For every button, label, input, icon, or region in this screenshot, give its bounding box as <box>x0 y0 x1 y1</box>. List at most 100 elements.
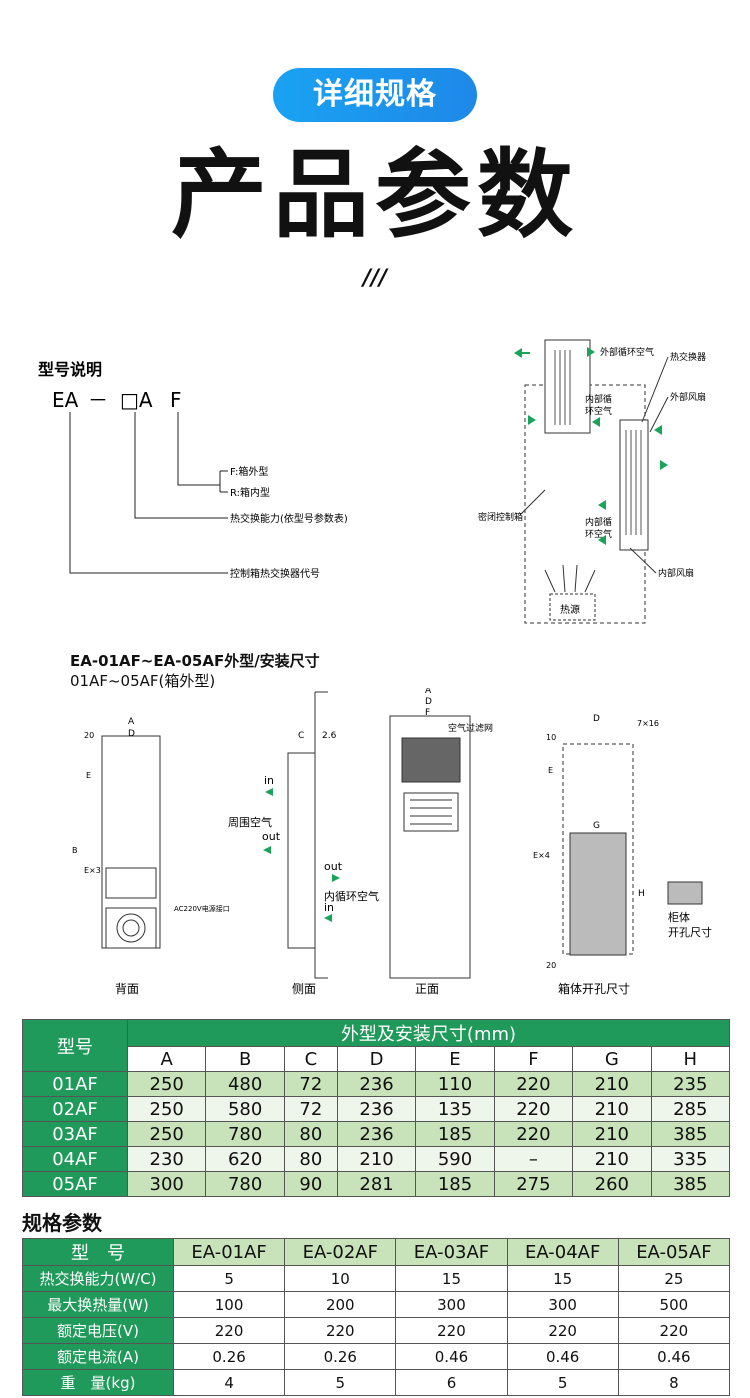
dim-cell: 185 <box>415 1121 495 1147</box>
dim-col-header: E <box>415 1046 495 1072</box>
dim-cell: 210 <box>572 1146 652 1172</box>
side-c26: 2.6 <box>322 731 337 741</box>
table-row: 额定电流(A) 0.26 0.26 0.46 0.46 0.46 <box>22 1343 731 1370</box>
airflow-diagram: 热源 外部循环空气 热交换器 外部风扇 内部循 环空气 密闭控制箱 内部循 环空… <box>478 339 706 624</box>
code-f: F <box>170 388 182 412</box>
spec-cell: 0.46 <box>506 1343 619 1370</box>
spec-cell: 220 <box>395 1317 508 1344</box>
dim-cell: 385 <box>650 1121 731 1147</box>
table-row: 重 量(kg) 4 5 6 5 8 <box>22 1369 731 1396</box>
flow-sealed-box: 密闭控制箱 <box>478 511 523 523</box>
dim-cell: 220 <box>493 1121 574 1147</box>
spec-cell: 5 <box>506 1369 619 1396</box>
dim-cell: – <box>493 1146 574 1172</box>
spec-cell: 220 <box>284 1317 397 1344</box>
cut-Ex4: E×4 <box>533 851 550 860</box>
table-row: 01AF 250 480 72 236 110 220 210 235 <box>22 1071 731 1097</box>
dim-col-header: C <box>283 1046 338 1072</box>
dim-cell: 385 <box>650 1171 731 1197</box>
dimension-table: 型号 外型及安装尺寸(mm) A B C D E F G H 01AF 250 … <box>22 1019 731 1197</box>
dim-cell: 210 <box>572 1071 652 1097</box>
arrow-icon <box>324 914 332 922</box>
spec-title: 规格参数 <box>22 1211 102 1235</box>
dim-row-model: 05AF <box>22 1171 128 1197</box>
model-explain-diagram: 型号说明 EA － □A F F:箱外型 R:箱内型 热交换能力(依型号参数表)… <box>38 360 348 580</box>
dim-cell: 250 <box>126 1096 207 1122</box>
flow-outer-air: 外部循环空气 <box>600 346 654 358</box>
dimensions-subtitle: 01AF~05AF(箱外型) <box>70 672 216 690</box>
back-B: B <box>72 846 78 855</box>
dim-cell: 230 <box>126 1146 207 1172</box>
spec-model-header: 型 号 <box>22 1238 174 1266</box>
code-ea: EA <box>52 388 79 412</box>
dim-cell: 185 <box>415 1171 495 1197</box>
dim-cell: 260 <box>572 1171 652 1197</box>
side-label: 侧面 <box>292 982 316 996</box>
dim-cell: 620 <box>205 1146 285 1172</box>
dim-cell: 80 <box>283 1121 338 1147</box>
cut-legend2: 开孔尺寸 <box>668 925 712 939</box>
spec-cell: 0.26 <box>284 1343 397 1370</box>
arrow-icon <box>592 417 600 427</box>
table-row: 最大换热量(W) 100 200 300 300 500 <box>22 1291 731 1318</box>
dim-cell: 135 <box>415 1096 495 1122</box>
spec-cell: 25 <box>617 1265 731 1292</box>
front-filter: 空气过滤网 <box>448 722 493 734</box>
dim-col-header: G <box>572 1046 652 1072</box>
spec-cell: 0.46 <box>617 1343 731 1370</box>
dim-cell: 480 <box>205 1071 285 1097</box>
dim-group-header: 外型及安装尺寸(mm) <box>127 1019 730 1047</box>
spec-cell: 4 <box>172 1369 286 1396</box>
spec-cell: 300 <box>506 1291 619 1318</box>
table-row: 04AF 230 620 80 210 590 – 210 335 <box>22 1146 731 1172</box>
dim-cell: 80 <box>283 1146 338 1172</box>
arrow-icon <box>528 415 536 425</box>
dim-cell: 580 <box>205 1096 285 1122</box>
back-d20: 20 <box>84 731 94 740</box>
spec-col-header: EA-03AF <box>395 1238 508 1266</box>
dim-cell: 90 <box>283 1171 338 1197</box>
spec-row-label: 额定电压(V) <box>22 1317 174 1344</box>
flow-inner-fan: 内部风扇 <box>658 567 694 579</box>
title-divider: /// <box>362 266 388 291</box>
spec-cell: 220 <box>506 1317 619 1344</box>
dim-col-header: F <box>493 1046 574 1072</box>
dim-cell: 236 <box>336 1071 417 1097</box>
spec-cell: 300 <box>395 1291 508 1318</box>
cut-H: H <box>638 889 645 899</box>
side-out2: out <box>324 860 343 873</box>
spec-table: 型 号 EA-01AF EA-02AF EA-03AF EA-04AF EA-0… <box>22 1238 731 1396</box>
spec-row-label: 重 量(kg) <box>22 1369 174 1396</box>
back-E: E <box>86 771 91 780</box>
code-dash: － <box>88 388 108 412</box>
cut-E: E <box>548 766 553 775</box>
dim-row-model: 03AF <box>22 1121 128 1147</box>
spec-cell: 500 <box>617 1291 731 1318</box>
cut-d10: 10 <box>546 733 556 742</box>
spec-cell: 220 <box>617 1317 731 1344</box>
table-row: 02AF 250 580 72 236 135 220 210 285 <box>22 1096 731 1122</box>
dim-cell: 110 <box>415 1071 495 1097</box>
spec-cell: 6 <box>395 1369 508 1396</box>
spec-cell: 200 <box>284 1291 397 1318</box>
table-row: 型 号 EA-01AF EA-02AF EA-03AF EA-04AF EA-0… <box>22 1238 731 1266</box>
arrow-icon <box>265 788 273 796</box>
arrow-icon <box>514 348 530 358</box>
dim-cell: 220 <box>493 1071 574 1097</box>
arrow-icon <box>263 846 271 854</box>
dim-cell: 780 <box>205 1171 285 1197</box>
dim-row-model: 02AF <box>22 1096 128 1122</box>
spec-cell: 15 <box>395 1265 508 1292</box>
front-F: F <box>425 708 430 718</box>
dim-cell: 210 <box>336 1146 417 1172</box>
spec-col-header: EA-05AF <box>617 1238 731 1266</box>
dim-cell: 72 <box>283 1096 338 1122</box>
spec-cell: 100 <box>172 1291 286 1318</box>
dim-row-model: 04AF <box>22 1146 128 1172</box>
flow-inner-air-2a: 内部循 <box>585 516 612 528</box>
arrow-icon <box>332 874 340 882</box>
page-title: 产品参数 <box>171 139 579 251</box>
table-row: 05AF 300 780 90 281 185 275 260 385 <box>22 1171 731 1197</box>
front-label: 正面 <box>415 982 439 996</box>
dim-cell: 275 <box>493 1171 574 1197</box>
